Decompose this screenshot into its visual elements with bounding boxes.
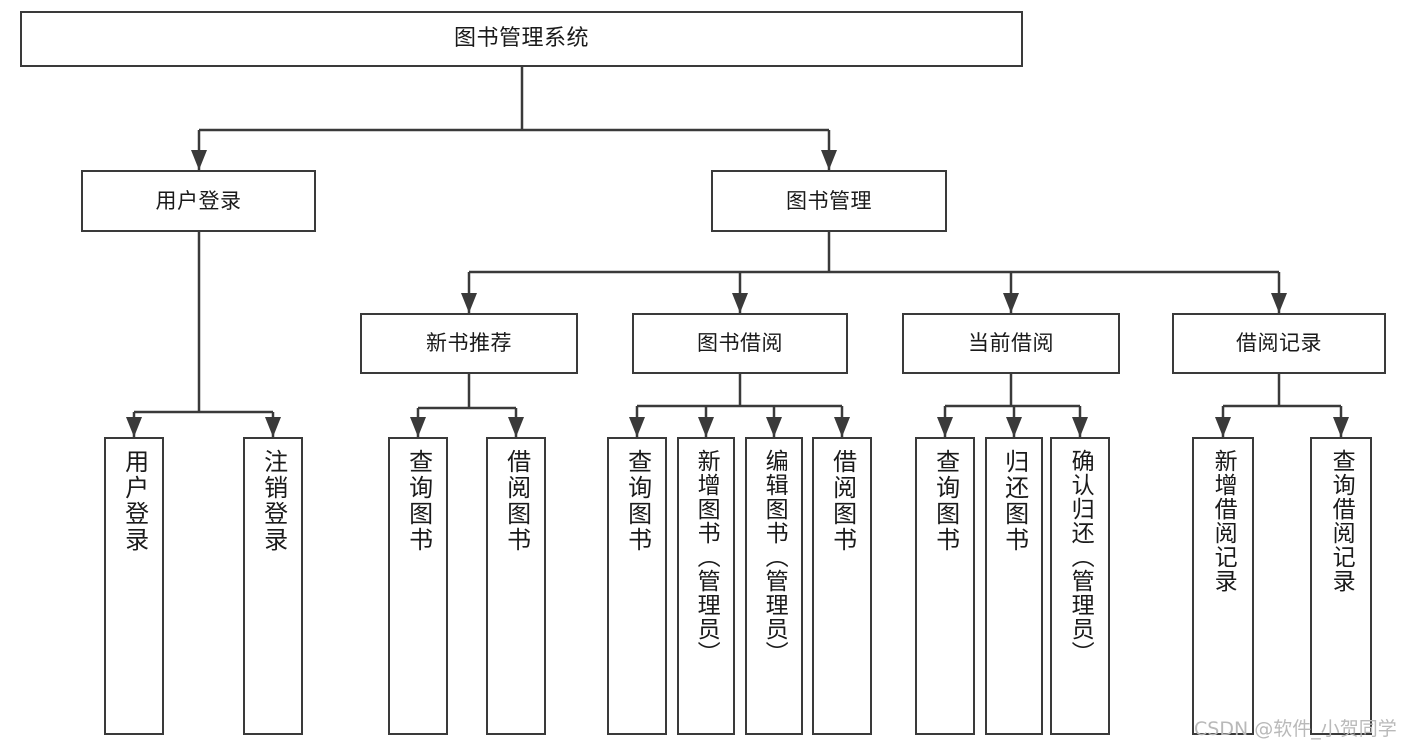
- node-label: 编辑图书（管理员）: [761, 449, 788, 665]
- arrowhead: [508, 417, 524, 437]
- watermark: CSDN @软件_小贺同学: [1194, 718, 1397, 740]
- node-leaf-new-2[interactable]: 借阅图书: [486, 437, 546, 735]
- node-records[interactable]: 借阅记录: [1172, 313, 1386, 374]
- node-leaf-new-1[interactable]: 查询图书: [388, 437, 448, 735]
- node-leaf-bor-2[interactable]: 新增图书（管理员）: [677, 437, 735, 735]
- node-leaf-login-1[interactable]: 用户登录: [104, 437, 164, 735]
- node-label: 图书管理: [786, 188, 872, 213]
- arrowhead: [1003, 293, 1019, 313]
- arrowhead: [1215, 417, 1231, 437]
- node-leaf-bor-1[interactable]: 查询图书: [607, 437, 667, 735]
- node-label: 归还图书: [1000, 449, 1029, 553]
- arrowhead: [629, 417, 645, 437]
- arrowhead: [1006, 417, 1022, 437]
- node-leaf-bor-3[interactable]: 编辑图书（管理员）: [745, 437, 803, 735]
- node-leaf-rec-2[interactable]: 查询借阅记录: [1310, 437, 1372, 735]
- arrowhead: [766, 417, 782, 437]
- arrowhead: [126, 417, 142, 437]
- arrowhead: [1072, 417, 1088, 437]
- node-login[interactable]: 用户登录: [81, 170, 316, 232]
- arrowhead: [1271, 293, 1287, 313]
- node-leaf-login-2[interactable]: 注销登录: [243, 437, 303, 735]
- node-current[interactable]: 当前借阅: [902, 313, 1120, 374]
- node-root[interactable]: 图书管理系统: [20, 11, 1023, 67]
- node-label: 用户登录: [120, 449, 149, 553]
- node-label: 确认归还（管理员）: [1067, 449, 1094, 665]
- node-bookmgmt[interactable]: 图书管理: [711, 170, 947, 232]
- node-leaf-cur-1[interactable]: 查询图书: [915, 437, 975, 735]
- arrowhead: [698, 417, 714, 437]
- node-leaf-rec-1[interactable]: 新增借阅记录: [1192, 437, 1254, 735]
- node-borrow[interactable]: 图书借阅: [632, 313, 848, 374]
- node-label: 图书借阅: [697, 331, 783, 356]
- node-label: 查询图书: [623, 449, 652, 553]
- node-label: 借阅记录: [1236, 331, 1322, 356]
- node-label: 查询图书: [404, 449, 433, 553]
- arrowhead: [732, 293, 748, 313]
- node-label: 当前借阅: [968, 331, 1054, 356]
- arrowhead: [1333, 417, 1349, 437]
- node-label: 新书推荐: [426, 331, 512, 356]
- node-label: 借阅图书: [502, 449, 531, 553]
- node-leaf-cur-2[interactable]: 归还图书: [985, 437, 1043, 735]
- arrowhead: [461, 293, 477, 313]
- node-leaf-bor-4[interactable]: 借阅图书: [812, 437, 872, 735]
- arrowhead: [410, 417, 426, 437]
- node-label: 图书管理系统: [453, 26, 589, 52]
- arrowhead: [937, 417, 953, 437]
- node-label: 用户登录: [155, 188, 242, 213]
- arrowhead: [191, 150, 207, 170]
- arrowhead: [834, 417, 850, 437]
- arrowhead: [265, 417, 281, 437]
- node-label: 借阅图书: [828, 449, 857, 553]
- node-label: 查询图书: [931, 449, 960, 553]
- node-label: 新增图书（管理员）: [693, 449, 720, 665]
- node-newbook[interactable]: 新书推荐: [360, 313, 578, 374]
- node-label: 新增借阅记录: [1210, 449, 1237, 593]
- node-label: 注销登录: [259, 449, 288, 553]
- arrowhead: [821, 150, 837, 170]
- node-leaf-cur-3[interactable]: 确认归还（管理员）: [1050, 437, 1110, 735]
- node-label: 查询借阅记录: [1328, 449, 1355, 593]
